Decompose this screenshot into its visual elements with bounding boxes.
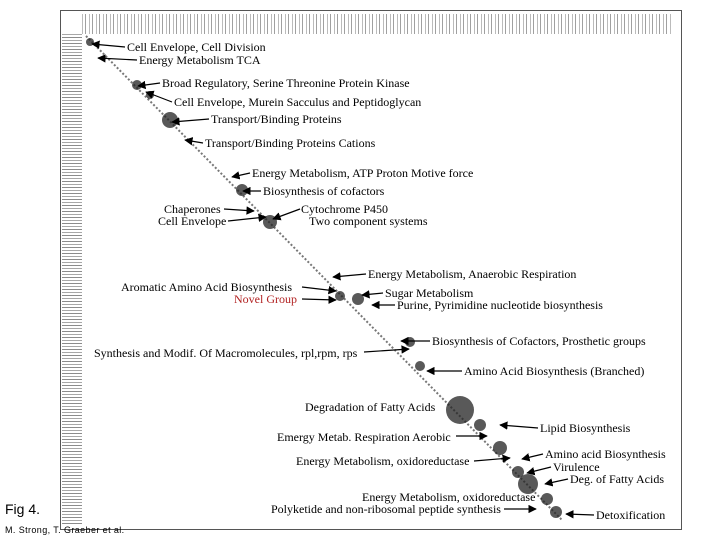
label-branched-amino: Amino Acid Biosynthesis (Branched) xyxy=(464,364,645,378)
annotation-arrow xyxy=(544,478,569,487)
annotation-arrow xyxy=(97,54,138,63)
annotation-arrow xyxy=(301,285,337,295)
label-transport-binding: Transport/Binding Proteins xyxy=(211,112,342,126)
cluster-block xyxy=(236,184,248,196)
label-atp-proton: Energy Metabolism, ATP Proton Motive for… xyxy=(252,166,474,180)
label-cell-envelope-division: Cell Envelope, Cell Division xyxy=(127,40,266,54)
cluster-block xyxy=(512,466,524,478)
label-energy-tca: Energy Metabolism TCA xyxy=(139,53,261,67)
label-oxidoreductase-1: Energy Metabolism, oxidoreductase xyxy=(296,454,470,468)
figure-frame xyxy=(60,10,682,530)
annotation-arrow xyxy=(137,80,161,90)
annotation-arrow xyxy=(184,137,204,146)
author-credit: M. Strong, T. Graeber et al. xyxy=(5,525,125,535)
label-broad-regulatory: Broad Regulatory, Serine Threonine Prote… xyxy=(162,76,410,90)
label-lipid-biosynthesis: Lipid Biosynthesis xyxy=(540,421,631,435)
annotation-arrow xyxy=(171,117,210,126)
annotation-arrow xyxy=(565,510,595,519)
annotation-arrow xyxy=(361,290,384,299)
label-biosynthesis-cofactors: Biosynthesis of cofactors xyxy=(263,184,385,198)
cluster-block xyxy=(541,493,553,505)
annotation-arrow xyxy=(272,208,301,221)
label-aromatic-amino: Aromatic Amino Acid Biosynthesis xyxy=(121,280,292,294)
annotation-arrow xyxy=(473,454,511,463)
label-cell-envelope: Cell Envelope xyxy=(158,214,227,228)
label-sugar-metabolism: Sugar Metabolism xyxy=(385,286,474,300)
label-two-component: Two component systems xyxy=(309,214,428,228)
left-dendrogram xyxy=(62,34,82,524)
label-transport-cations: Transport/Binding Proteins Cations xyxy=(205,136,376,150)
label-oxidoreductase-2: Energy Metabolism, oxidoreductase xyxy=(362,490,536,504)
annotation-arrow xyxy=(91,40,126,49)
label-polyketide: Polyketide and non-ribosomal peptide syn… xyxy=(271,502,501,516)
annotation-arrow xyxy=(223,206,255,215)
label-deg-fatty-acids: Deg. of Fatty Acids xyxy=(570,472,664,486)
label-detoxification: Detoxification xyxy=(596,508,666,522)
cluster-block xyxy=(352,293,364,305)
label-respiration-aerobic: Emergy Metab. Respiration Aerobic xyxy=(277,430,451,444)
cluster-block xyxy=(518,474,538,494)
label-murein-sacculus: Cell Envelope, Murein Sacculus and Pepti… xyxy=(174,95,422,109)
label-purine-pyrimidine: Purine, Pyrimidine nucleotide biosynthes… xyxy=(397,298,603,312)
cluster-block xyxy=(86,38,94,46)
annotation-arrow xyxy=(499,421,539,430)
cluster-block xyxy=(405,337,415,347)
label-amino-acid-biosynthesis: Amino acid Biosynthesis xyxy=(545,447,666,461)
annotation-arrow xyxy=(521,453,544,462)
figure-label: Fig 4. xyxy=(5,501,41,517)
annotation-arrow xyxy=(332,272,367,281)
annotation-arrow xyxy=(526,466,552,476)
label-fatty-acid-degradation: Degradation of Fatty Acids xyxy=(305,400,436,414)
top-dendrogram xyxy=(82,14,672,34)
cluster-block xyxy=(335,291,345,301)
label-chaperones: Chaperones xyxy=(164,202,221,216)
annotation-arrow xyxy=(145,90,173,103)
label-macromolecules: Synthesis and Modif. Of Macromolecules, … xyxy=(94,346,358,360)
label-novel-group: Novel Group xyxy=(234,292,297,306)
cluster-block xyxy=(132,80,142,90)
annotation-arrows xyxy=(91,40,595,519)
annotation-arrow xyxy=(363,345,410,354)
label-virulence: Virulence xyxy=(553,460,600,474)
label-cytochrome-p450: Cytochrome P450 xyxy=(301,202,388,216)
annotation-arrow xyxy=(227,213,267,222)
label-cofactors-prosthetic: Biosynthesis of Cofactors, Prosthetic gr… xyxy=(432,334,646,348)
cluster-block xyxy=(446,396,474,424)
label-anaerobic: Energy Metabolism, Anaerobic Respiration xyxy=(368,267,577,281)
cluster-block xyxy=(415,361,425,371)
annotation-arrow xyxy=(301,295,337,304)
annotation-arrow xyxy=(231,171,251,180)
cluster-block xyxy=(162,112,178,128)
cluster-block xyxy=(474,419,486,431)
cluster-block xyxy=(550,506,562,518)
cluster-block xyxy=(493,441,507,455)
